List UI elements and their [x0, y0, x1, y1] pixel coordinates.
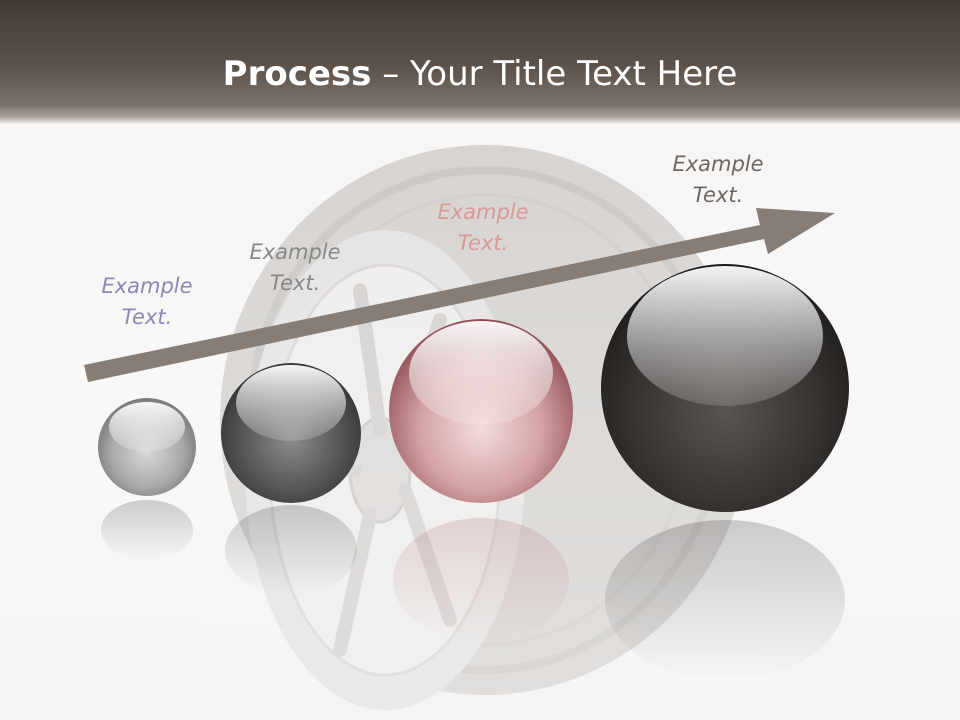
step-3-label: Example Text. [413, 197, 553, 259]
title-separator: – [371, 54, 411, 94]
step-4-line2: Text. [692, 183, 744, 207]
slide-title: Process – Your Title Text Here [0, 52, 960, 96]
step-1-label: Example Text. [77, 271, 217, 333]
step-4-line1: Example [672, 152, 764, 176]
progress-arrow [84, 208, 835, 382]
step-3-line1: Example [437, 200, 529, 224]
step-3-line2: Text. [457, 231, 509, 255]
title-rest: Your Title Text Here [410, 54, 738, 94]
step-4-label: Example Text. [648, 149, 788, 211]
step-2-label: Example Text. [225, 237, 365, 299]
reflections [101, 500, 845, 680]
header-bar [0, 0, 960, 124]
step-2-line2: Text. [269, 271, 321, 295]
step-1-line2: Text. [121, 305, 173, 329]
step-1-line1: Example [101, 274, 193, 298]
step-2-line1: Example [249, 240, 341, 264]
sphere-step-1 [98, 398, 196, 496]
sphere-step-3 [389, 319, 573, 503]
sphere-step-2 [221, 363, 361, 503]
sphere-step-4 [601, 264, 849, 512]
title-bold: Process [222, 54, 372, 94]
